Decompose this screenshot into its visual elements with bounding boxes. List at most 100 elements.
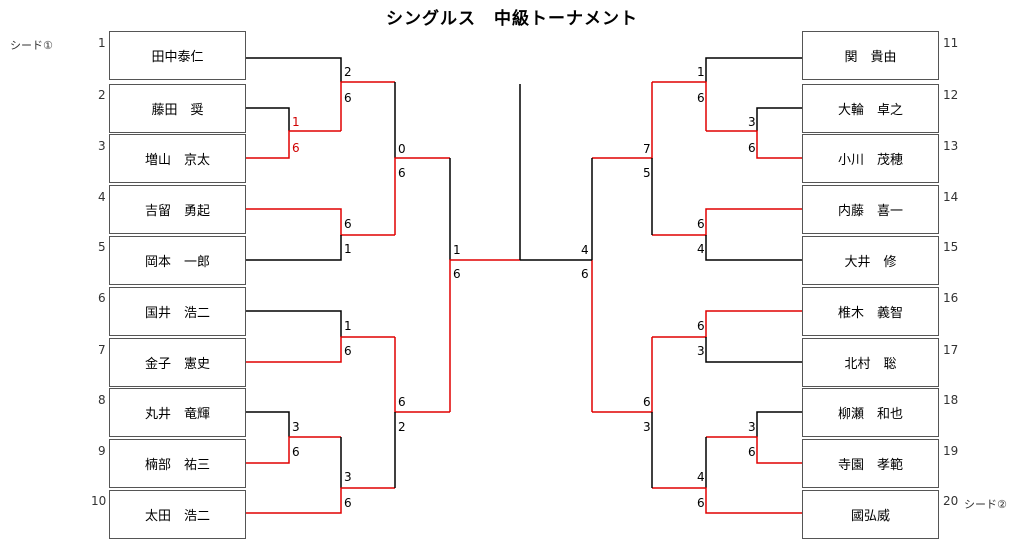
bracket-line	[246, 310, 342, 337]
score: 7	[643, 142, 651, 156]
bracket-line	[246, 411, 290, 437]
player-box: 柳瀬 和也	[802, 388, 939, 437]
score: 6	[398, 395, 406, 409]
seed-number: 16	[943, 291, 959, 305]
seed-number: 17	[943, 343, 959, 357]
seed-number: 4	[98, 190, 106, 204]
score: 3	[292, 420, 300, 434]
score: 6	[697, 217, 705, 231]
score: 6	[344, 217, 352, 231]
bracket-line	[705, 57, 802, 82]
winner-line	[652, 310, 802, 338]
bracket-line	[756, 107, 802, 131]
page-title: シングルス 中級トーナメント	[386, 9, 638, 29]
player-box: 国井 浩二	[109, 287, 246, 336]
bracket-line	[246, 107, 290, 131]
bracket-line	[705, 337, 802, 363]
winner-line	[449, 259, 520, 412]
seed-number: 5	[98, 240, 106, 254]
score: 6	[344, 496, 352, 510]
winner-line	[652, 208, 802, 236]
seed-number: 2	[98, 88, 106, 102]
seed-number: 14	[943, 190, 959, 204]
player-box: 北村 聡	[802, 338, 939, 387]
seed-number: 12	[943, 88, 959, 102]
seed-label-left: シード①	[10, 39, 53, 52]
player-box: 内藤 喜一	[802, 185, 939, 234]
score: 6	[344, 91, 352, 105]
seed-number: 1	[98, 36, 106, 50]
score: 1	[344, 319, 352, 333]
score: 6	[748, 141, 756, 155]
score: 6	[398, 166, 406, 180]
score: 4	[581, 243, 589, 257]
winner-line	[394, 157, 450, 235]
bracket-line	[705, 235, 802, 261]
player-box: 椎木 義智	[802, 287, 939, 336]
seed-number: 18	[943, 393, 959, 407]
player-box: 楠部 祐三	[109, 439, 246, 488]
score: 3	[748, 420, 756, 434]
bracket-line	[246, 57, 342, 82]
winner-line	[652, 487, 802, 514]
score: 4	[697, 470, 705, 484]
player-box: 太田 浩二	[109, 490, 246, 539]
score: 1	[697, 65, 705, 79]
seed-number: 9	[98, 444, 106, 458]
score: 6	[581, 267, 589, 281]
score: 2	[344, 65, 352, 79]
seed-number: 13	[943, 139, 959, 153]
winner-line	[246, 336, 395, 363]
score: 3	[643, 420, 651, 434]
player-box: 増山 京太	[109, 134, 246, 183]
player-box: 小川 茂穂	[802, 134, 939, 183]
score: 6	[697, 91, 705, 105]
score: 6	[697, 496, 705, 510]
bracket-line	[756, 411, 802, 437]
score: 6	[453, 267, 461, 281]
player-box: 丸井 竜輝	[109, 388, 246, 437]
seed-number: 10	[91, 494, 107, 508]
player-box: 田中泰仁	[109, 31, 246, 80]
player-box: 関 貴由	[802, 31, 939, 80]
seed-number: 11	[943, 36, 959, 50]
player-box: 寺園 孝範	[802, 439, 939, 488]
winner-line	[246, 436, 341, 464]
seed-number: 6	[98, 291, 106, 305]
score: 2	[398, 420, 406, 434]
score: 6	[697, 319, 705, 333]
winner-line	[340, 81, 395, 131]
seed-number: 20	[943, 494, 959, 508]
score: 6	[292, 445, 300, 459]
score: 1	[344, 242, 352, 256]
winner-line	[246, 130, 341, 159]
player-box: 藤田 奨	[109, 84, 246, 133]
score: 6	[748, 445, 756, 459]
player-box: 吉留 勇起	[109, 185, 246, 234]
score: 0	[398, 142, 406, 156]
player-box: 國弘威	[802, 490, 939, 539]
seed-number: 8	[98, 393, 106, 407]
score: 4	[697, 242, 705, 256]
score: 6	[344, 344, 352, 358]
score: 6	[292, 141, 300, 155]
bracket-line	[246, 235, 342, 261]
score: 6	[643, 395, 651, 409]
seed-number: 19	[943, 444, 959, 458]
player-box: 岡本 一郎	[109, 236, 246, 285]
winner-line	[706, 130, 802, 159]
winner-line	[706, 436, 802, 464]
player-box: 金子 憲史	[109, 338, 246, 387]
seed-label-right: シード②	[964, 498, 1007, 511]
player-box: 大井 修	[802, 236, 939, 285]
score: 3	[748, 115, 756, 129]
seed-number: 7	[98, 343, 106, 357]
score: 3	[344, 470, 352, 484]
winner-line	[652, 81, 707, 131]
score: 3	[697, 344, 705, 358]
score: 1	[292, 115, 300, 129]
winner-line	[246, 487, 395, 514]
score: 5	[643, 166, 651, 180]
seed-number: 3	[98, 139, 106, 153]
